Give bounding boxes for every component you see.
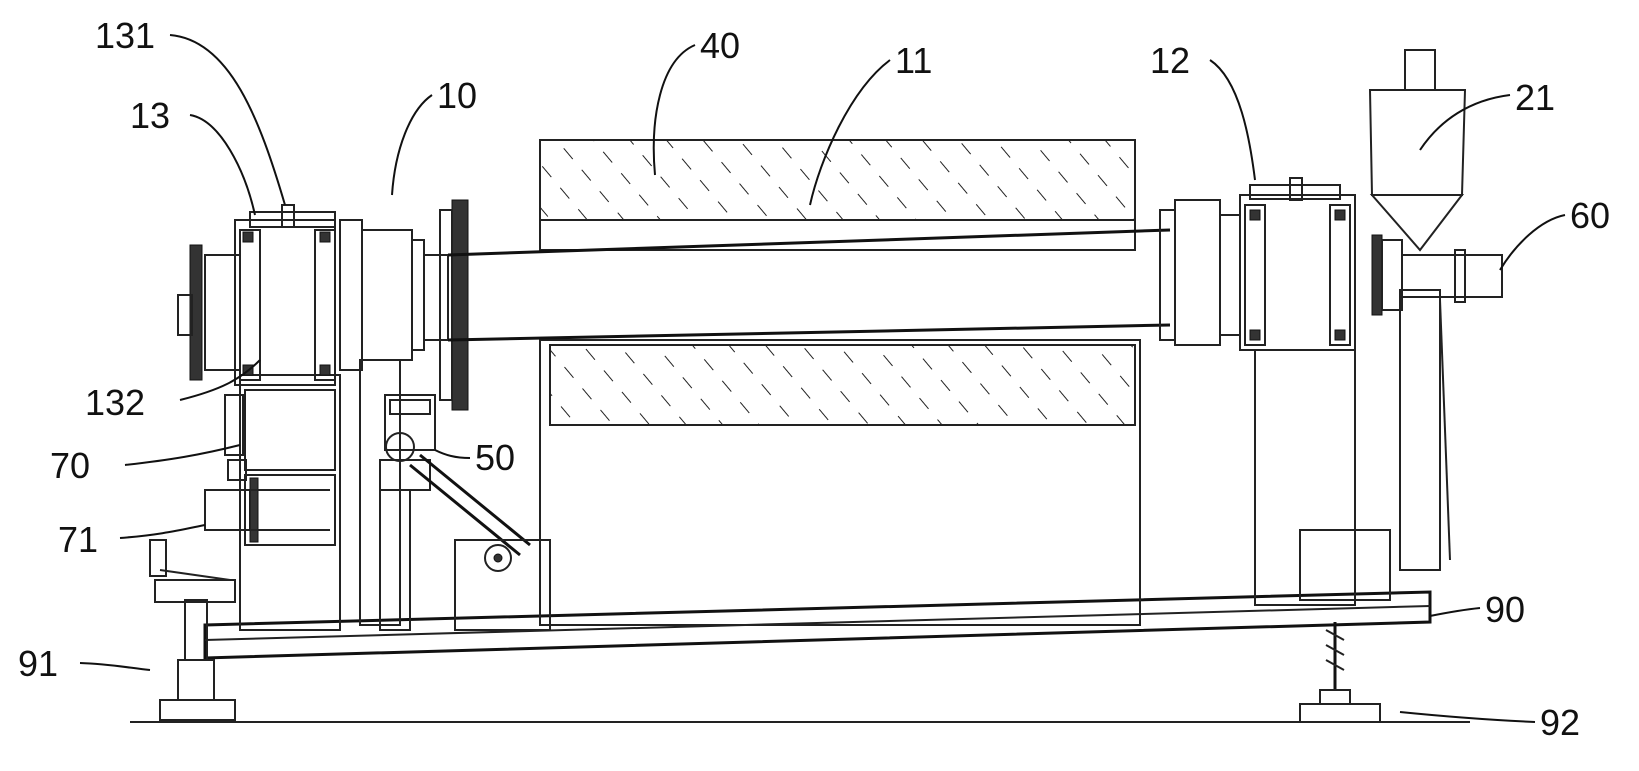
left-bearing-housing	[177, 204, 336, 386]
heater-upper	[539, 139, 1136, 251]
drive-motor-50	[379, 394, 551, 631]
leveling-foot-right	[1299, 622, 1381, 723]
leader-lines	[79, 34, 1566, 723]
label-71: 71	[58, 519, 98, 560]
label-13: 13	[130, 95, 170, 136]
chain-sprocket	[439, 199, 469, 411]
motor-unit-71	[204, 474, 336, 546]
reference-labels: 131 13 10 40 11 12 21 60 132 70 50 71 90…	[18, 15, 1610, 743]
label-40: 40	[700, 25, 740, 66]
leveling-foot-left	[149, 539, 236, 721]
label-12: 12	[1150, 40, 1190, 81]
right-bearing-housing	[1239, 177, 1356, 351]
motor-block-70	[244, 389, 336, 471]
heater-lower	[549, 344, 1136, 426]
outlet-pipe	[1371, 234, 1503, 571]
label-131: 131	[95, 15, 155, 56]
label-132: 132	[85, 382, 145, 423]
label-70: 70	[50, 445, 90, 486]
label-92: 92	[1540, 702, 1580, 743]
label-60: 60	[1570, 195, 1610, 236]
label-10: 10	[437, 75, 477, 116]
label-21: 21	[1515, 77, 1555, 118]
barrel	[447, 228, 1171, 342]
central-support	[539, 339, 1141, 626]
label-90: 90	[1485, 589, 1525, 630]
right-support-stand	[1254, 349, 1391, 606]
right-coupling	[1159, 199, 1241, 346]
feed-hopper	[1368, 49, 1467, 252]
label-91: 91	[18, 643, 58, 684]
label-11: 11	[895, 40, 932, 81]
label-50: 50	[475, 437, 515, 478]
left-coupling	[339, 219, 449, 371]
base-frame	[203, 590, 1432, 660]
